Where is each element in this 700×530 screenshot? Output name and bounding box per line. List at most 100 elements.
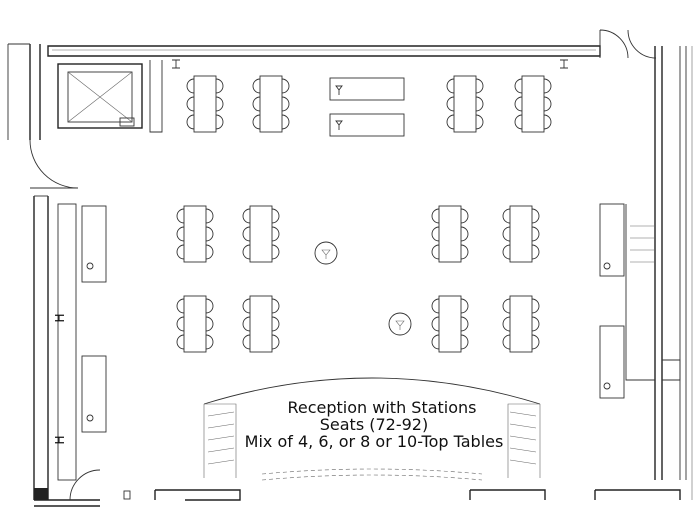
table-top — [183, 295, 207, 353]
dining-table-6 — [242, 205, 280, 263]
seat-left — [252, 78, 261, 94]
seat-right — [205, 226, 214, 242]
column-markers — [172, 59, 568, 69]
seat-left — [242, 316, 251, 332]
seat-left — [186, 96, 195, 112]
dining-table-5 — [176, 205, 214, 263]
bar-1 — [329, 77, 405, 101]
seat-left — [252, 114, 261, 130]
seat-left — [502, 334, 511, 350]
seat-left — [176, 208, 185, 224]
seat-left — [502, 244, 511, 260]
table-top — [509, 295, 533, 353]
dining-table-11 — [431, 295, 469, 353]
seat-right — [281, 78, 290, 94]
seat-right — [205, 244, 214, 260]
elevator-label-lower: H — [53, 435, 67, 444]
seat-right — [215, 78, 224, 94]
seat-right — [531, 244, 540, 260]
seat-right — [271, 244, 280, 260]
left-buffet-stations: H H — [53, 203, 107, 481]
seat-left — [502, 226, 511, 242]
seat-left — [176, 244, 185, 260]
seat-left — [431, 208, 440, 224]
dining-table-8 — [502, 205, 540, 263]
seat-left — [242, 208, 251, 224]
seat-left — [431, 244, 440, 260]
seat-left — [176, 226, 185, 242]
seat-right — [460, 244, 469, 260]
table-top — [438, 205, 462, 263]
seat-left — [431, 316, 440, 332]
seat-right — [271, 334, 280, 350]
seat-left — [502, 208, 511, 224]
seat-right — [205, 298, 214, 314]
dining-table-2 — [252, 75, 290, 133]
seat-left — [242, 244, 251, 260]
seat-left — [431, 226, 440, 242]
seat-left — [431, 334, 440, 350]
seat-right — [271, 298, 280, 314]
dining-table-4 — [514, 75, 552, 133]
seat-right — [543, 114, 552, 130]
seat-left — [431, 298, 440, 314]
plan-caption: Reception with Stations Seats (72-92) Mi… — [245, 398, 504, 451]
seat-right — [281, 114, 290, 130]
caption-seats: Seats (72-92) — [320, 415, 428, 434]
seat-right — [215, 114, 224, 130]
right-buffet-stations — [599, 203, 681, 399]
table-top — [249, 295, 273, 353]
table-top — [259, 75, 283, 133]
seat-right — [271, 316, 280, 332]
table-top — [509, 205, 533, 263]
reception-stage — [203, 377, 541, 481]
seat-left — [176, 334, 185, 350]
bar-2 — [329, 113, 405, 137]
table-top — [453, 75, 477, 133]
caption-title: Reception with Stations — [287, 398, 476, 417]
elevator-label-upper: H — [53, 313, 67, 322]
seat-left — [446, 114, 455, 130]
seat-right — [460, 226, 469, 242]
dining-table-10 — [242, 295, 280, 353]
dining-table-3 — [446, 75, 484, 133]
seat-right — [475, 114, 484, 130]
seat-left — [186, 78, 195, 94]
seat-right — [205, 334, 214, 350]
seat-left — [176, 316, 185, 332]
seat-right — [460, 316, 469, 332]
seat-right — [531, 226, 540, 242]
cocktail-table-1 — [314, 241, 338, 265]
seat-left — [514, 78, 523, 94]
seat-right — [531, 208, 540, 224]
service-core — [57, 60, 163, 133]
seat-left — [242, 226, 251, 242]
seat-left — [176, 298, 185, 314]
seat-right — [215, 96, 224, 112]
seat-right — [543, 78, 552, 94]
outer-walls — [7, 29, 693, 507]
seat-right — [271, 226, 280, 242]
cocktail-table-2 — [388, 312, 412, 336]
seat-right — [475, 96, 484, 112]
dining-tables — [176, 75, 552, 353]
dining-table-12 — [502, 295, 540, 353]
seat-right — [475, 78, 484, 94]
seat-left — [252, 96, 261, 112]
seat-left — [186, 114, 195, 130]
seat-right — [281, 96, 290, 112]
table-top — [438, 295, 462, 353]
dining-table-1 — [186, 75, 224, 133]
seat-right — [543, 96, 552, 112]
seat-left — [446, 78, 455, 94]
table-top — [193, 75, 217, 133]
seat-left — [502, 298, 511, 314]
cocktail-tables — [314, 241, 412, 336]
seat-left — [446, 96, 455, 112]
table-top — [521, 75, 545, 133]
seat-right — [460, 298, 469, 314]
seat-right — [460, 208, 469, 224]
dining-table-9 — [176, 295, 214, 353]
seat-right — [531, 316, 540, 332]
seat-left — [514, 96, 523, 112]
